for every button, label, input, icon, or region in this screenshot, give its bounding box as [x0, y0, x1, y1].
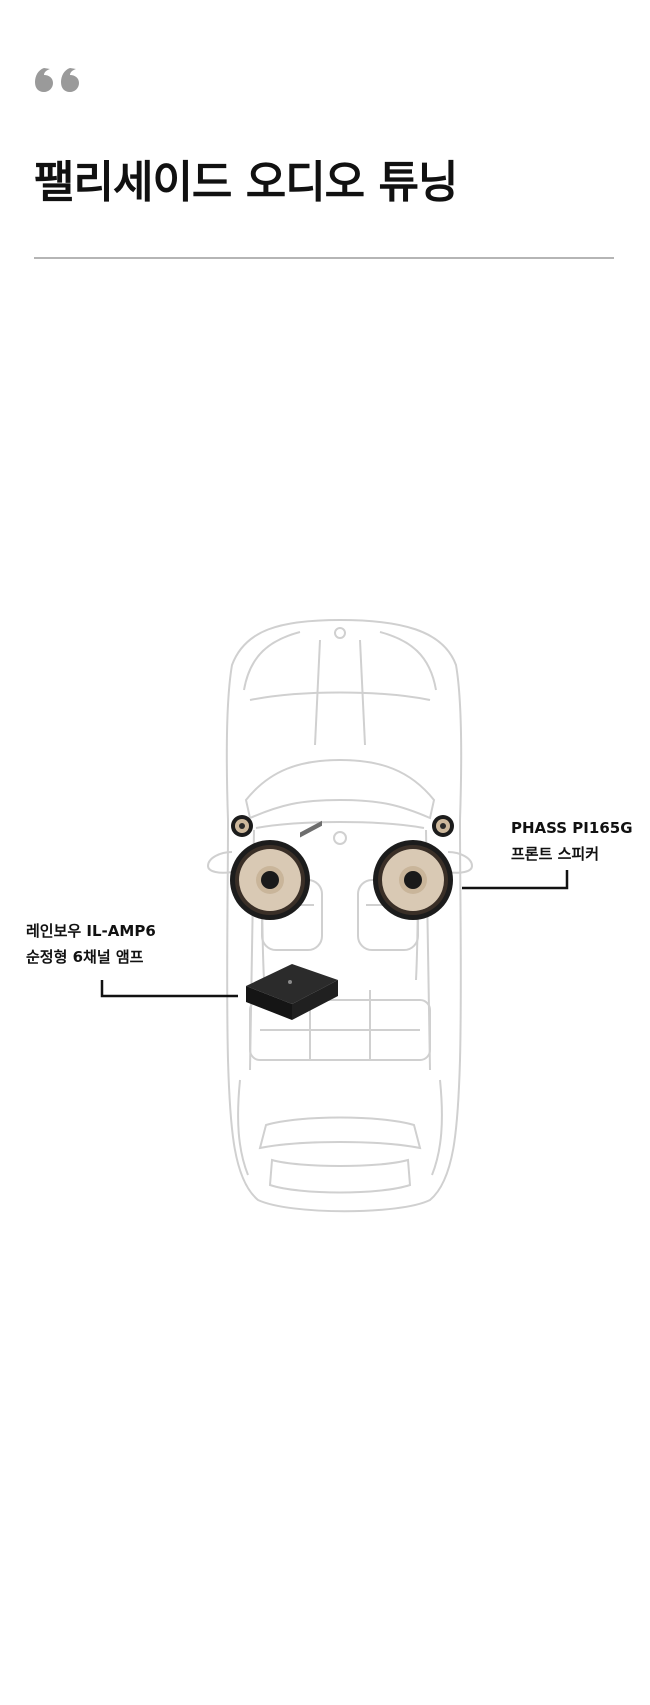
speaker-leader-line [462, 870, 569, 890]
amp-leader-line [100, 980, 238, 998]
page-title: 팰리세이드 오디오 튜닝 [34, 157, 458, 208]
left-tweeter [231, 815, 253, 837]
divider [34, 257, 614, 259]
amp-label-model: 레인보우 IL-AMP6 [26, 922, 156, 940]
amplifier [246, 820, 338, 1020]
speaker-label-model: PHASS PI165G [511, 819, 633, 837]
speaker-label-description: 프론트 스피커 [511, 845, 600, 863]
car-audio-diagram [100, 618, 569, 1213]
right-tweeter [432, 815, 454, 837]
car-outline [206, 618, 474, 1213]
quote-icon [35, 68, 79, 92]
speaker-callout: PHASS PI165G 프론트 스피커 [511, 815, 633, 867]
right-front-speaker [373, 840, 453, 920]
amp-callout: 레인보우 IL-AMP6 순정형 6채널 앰프 [26, 918, 156, 970]
left-front-speaker [230, 840, 310, 920]
amp-label-description: 순정형 6채널 앰프 [26, 948, 144, 966]
